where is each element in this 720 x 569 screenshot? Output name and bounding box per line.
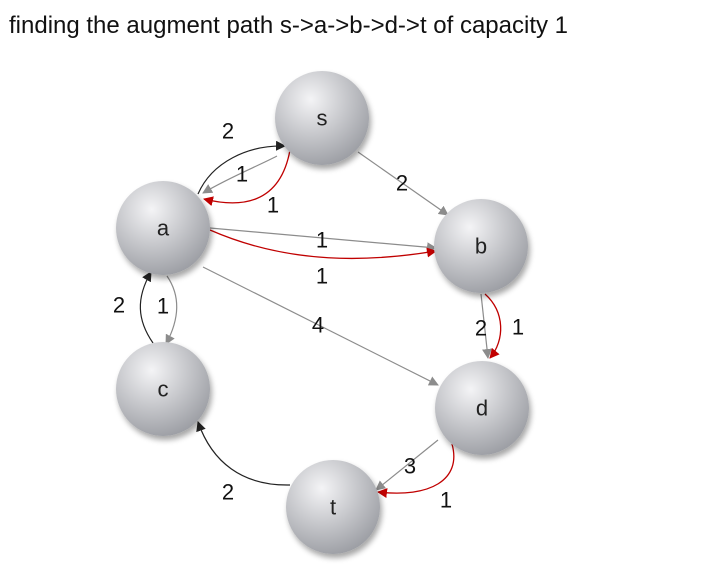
- node-label-b: b: [475, 234, 487, 259]
- edge-label-s-b: 2: [396, 171, 408, 196]
- node-circle-c: [116, 342, 210, 436]
- node-c: c: [116, 342, 210, 436]
- edge-b-d-flow: [484, 293, 502, 359]
- node-label-a: a: [157, 216, 170, 241]
- edge-label-b-d-flow: 1: [512, 315, 524, 340]
- edge-label-a-c: 1: [157, 294, 169, 319]
- edge-c-a: [139, 271, 154, 344]
- node-d: d: [435, 361, 529, 455]
- node-circle-t: [286, 460, 380, 554]
- edge-label-t-c: 2: [222, 480, 234, 505]
- edge-label-b-d: 2: [475, 316, 487, 341]
- edge-d-t-flow: [377, 443, 455, 498]
- node-a: a: [116, 181, 210, 275]
- edge-label-s-a: 1: [236, 162, 248, 187]
- edge-s-a: [202, 155, 278, 194]
- edge-s-b: [357, 151, 449, 216]
- diagram-title: finding the augment path s->a->b->d->t o…: [9, 12, 569, 39]
- edge-label-s-a-flow: 1: [267, 193, 279, 218]
- node-label-c: c: [158, 377, 169, 402]
- edge-t-c: [196, 421, 291, 486]
- edge-s-a-flow: [203, 149, 291, 207]
- edge-a-d: [202, 266, 439, 386]
- edge-a-b: [209, 227, 437, 253]
- node-circle-s: [275, 71, 369, 165]
- edge-label-a-s: 2: [222, 119, 234, 144]
- edge-label-a-b-flow: 1: [316, 264, 328, 289]
- node-circle-b: [434, 199, 528, 293]
- edge-a-b-flow: [209, 229, 437, 260]
- edge-d-t: [375, 439, 439, 491]
- node-circle-a: [116, 181, 210, 275]
- edge-label-a-b: 1: [316, 228, 328, 253]
- node-s: s: [275, 71, 369, 165]
- node-b: b: [434, 199, 528, 293]
- edge-label-a-d: 4: [312, 313, 324, 338]
- edge-label-c-a: 2: [113, 293, 125, 318]
- edge-label-d-t: 3: [404, 454, 416, 479]
- node-circle-d: [435, 361, 529, 455]
- node-label-t: t: [330, 495, 336, 520]
- edge-a-c: [165, 275, 178, 345]
- edge-label-d-t-flow: 1: [440, 488, 452, 513]
- node-t: t: [286, 460, 380, 554]
- edge-b-d: [480, 293, 492, 359]
- node-label-d: d: [476, 396, 488, 421]
- node-label-s: s: [317, 106, 328, 131]
